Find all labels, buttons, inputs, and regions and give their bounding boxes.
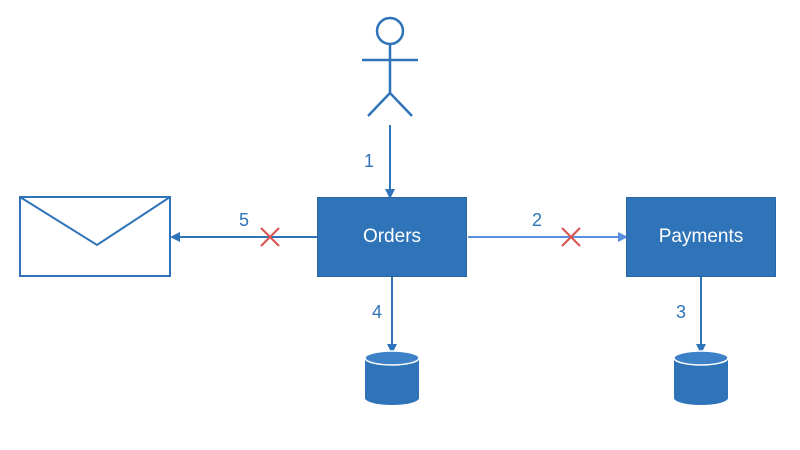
user-icon: [362, 16, 418, 117]
payments-node[interactable]: Payments: [626, 197, 776, 277]
payments-db-icon: [673, 350, 729, 405]
orders-node-label: Orders: [362, 226, 422, 247]
edge-4-label: 4: [372, 302, 383, 322]
orders-db-icon: [364, 350, 420, 405]
envelope-icon: [19, 196, 171, 277]
edge-5-x-mark-icon: [260, 227, 280, 247]
payments-node-label: Payments: [658, 226, 744, 247]
edge-2-label: 2: [532, 210, 543, 230]
edge-1-label: 1: [364, 151, 375, 171]
edge-5-label: 5: [239, 210, 250, 230]
orders-node[interactable]: Orders: [317, 197, 467, 277]
edge-3-label: 3: [676, 302, 687, 322]
edge-2-x-mark-icon: [561, 227, 581, 247]
user-head: [375, 16, 405, 46]
